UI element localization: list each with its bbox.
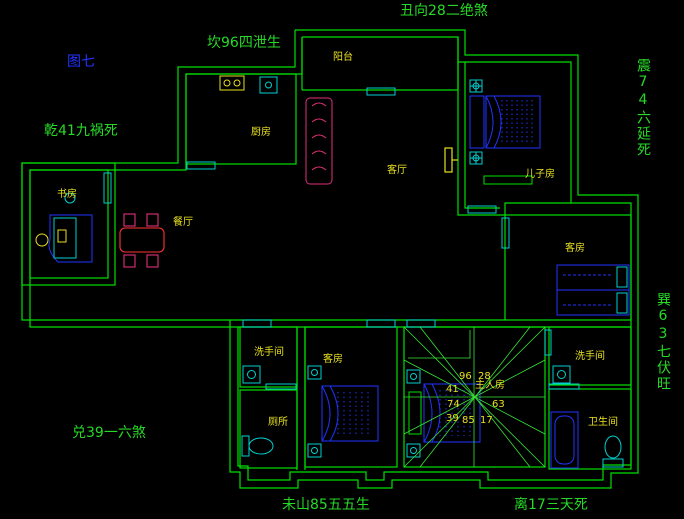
- room-master: 主人房: [475, 380, 505, 391]
- room-kids: 儿子房: [525, 169, 555, 180]
- chair-icon: [35, 192, 76, 247]
- compass-lines: [403, 326, 546, 468]
- room-dining: 餐厅: [173, 217, 193, 228]
- room-guest-south: 客房: [323, 354, 343, 365]
- tv-icon: [444, 147, 458, 173]
- compass-number-41: 41: [446, 384, 459, 395]
- direction-east: 震74六延死: [635, 58, 651, 158]
- room-living: 客厅: [387, 165, 407, 176]
- direction-south: 未山85五五生: [282, 497, 370, 513]
- direction-southwest: 兑39一六煞: [72, 425, 146, 441]
- wash-basin-right-icon: [552, 365, 571, 384]
- compass-number-63: 63: [492, 399, 505, 410]
- lamp-icons: [469, 79, 533, 185]
- room-balcony: 阳台: [333, 52, 353, 63]
- room-kitchen: 厨房: [251, 127, 271, 138]
- toilet-icon: [241, 435, 274, 457]
- sink-icon: [259, 76, 278, 94]
- direction-northwest: 坎96四泄生: [207, 35, 281, 51]
- room-guest-east: 客房: [565, 243, 585, 254]
- direction-north: 丑向28二绝煞: [400, 3, 488, 19]
- room-wash-right: 洗手间: [575, 351, 605, 362]
- wash-basin-left-icon: [242, 365, 261, 384]
- guest-bed-south-icon: [307, 365, 379, 458]
- kids-bed-icon: [469, 95, 541, 149]
- room-bathroom: 卫生间: [588, 417, 618, 428]
- room-toilet: 厕所: [268, 417, 288, 428]
- room-study: 书房: [57, 189, 77, 200]
- master-bed-icon: [406, 369, 481, 458]
- compass-number-96: 96: [459, 371, 472, 382]
- room-wash-left: 洗手间: [254, 347, 284, 358]
- desk-icon: [48, 214, 93, 263]
- compass-number-74: 74: [447, 399, 460, 410]
- dining-table-icon: [119, 213, 165, 268]
- bathtub-icon: [550, 411, 579, 469]
- direction-southeast: 离17三天死: [514, 497, 588, 513]
- windows: [103, 87, 580, 390]
- compass-number-17: 17: [480, 415, 493, 426]
- sofa-icon: [305, 97, 333, 185]
- bathroom-toilet-icon: [602, 435, 624, 468]
- stove-icon: [219, 75, 245, 91]
- compass-number-85: 85: [462, 415, 475, 426]
- corner-label: 图七: [67, 54, 95, 70]
- direction-west: 乾41九祸死: [44, 123, 118, 139]
- guest-bed-east-icon: [556, 264, 630, 316]
- compass-number-28: 28: [478, 371, 491, 382]
- direction-northeast: 巽63七伏旺: [655, 292, 671, 392]
- compass-number-39: 39: [446, 413, 459, 424]
